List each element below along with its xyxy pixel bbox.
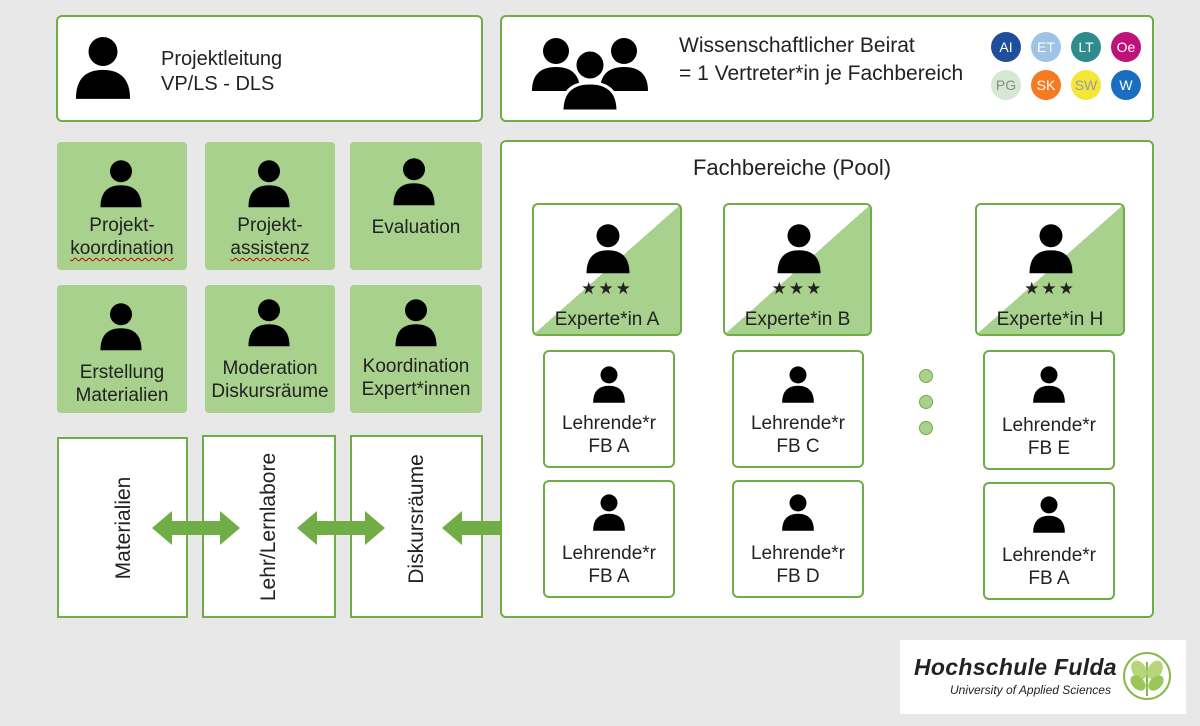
- role-label: Materialien: [75, 385, 169, 406]
- teacher-fb: FB C: [776, 436, 820, 457]
- expert-label: Experte*in A: [554, 309, 660, 330]
- projektleitung-subtitle: VP/LS - DLS: [161, 73, 275, 95]
- role-koordination-expertinnen: Koordination Expert*innen: [350, 285, 482, 413]
- person-icon: [392, 156, 436, 206]
- expert-label: Experte*in B: [744, 309, 851, 330]
- fb-badge-lt: LT: [1071, 32, 1101, 62]
- role-label: Projekt-: [237, 215, 303, 236]
- person-icon: [1032, 364, 1066, 404]
- fb-badge-ai: AI: [991, 32, 1021, 62]
- double-arrow-icon: [152, 511, 240, 545]
- role-projektkoordination: Projekt- koordination: [57, 142, 187, 270]
- role-moderation-diskursraeume: Moderation Diskursräume: [205, 285, 335, 413]
- pool-title: Fachbereiche (Pool): [692, 155, 892, 180]
- teacher-fb: FB A: [588, 436, 630, 457]
- person-icon: [99, 301, 143, 351]
- materialien-label: Materialien: [112, 476, 135, 580]
- role-label: Evaluation: [371, 217, 461, 238]
- person-icon: [99, 158, 143, 208]
- beirat-title: Wissenschaftlicher Beirat: [679, 34, 915, 57]
- star-rating: ★★★: [771, 279, 824, 298]
- fb-badge-sw: SW: [1071, 70, 1101, 100]
- teacher-role: Lehrende*r: [561, 543, 657, 564]
- group-icon: [532, 38, 648, 113]
- hochschule-fulda-logo: Hochschule Fulda University of Applied S…: [900, 640, 1186, 714]
- lehr-lernlabore-label: Lehr/Lernlabore: [257, 452, 280, 602]
- teacher-fb: FB A: [1028, 568, 1070, 589]
- fb-badge-sk: SK: [1031, 70, 1061, 100]
- teacher-role: Lehrende*r: [1001, 545, 1097, 566]
- teacher-role: Lehrende*r: [561, 413, 657, 434]
- role-evaluation: Evaluation: [350, 142, 482, 270]
- role-label: koordination: [70, 238, 174, 259]
- beirat-box: Wissenschaftlicher Beirat = 1 Vertreter*…: [500, 15, 1154, 122]
- ellipsis-dot: [919, 421, 933, 435]
- person-icon: [592, 364, 626, 404]
- person-icon: [776, 219, 822, 277]
- fb-badge-w: W: [1111, 70, 1141, 100]
- diskursraeume-label: Diskursräume: [405, 454, 428, 584]
- role-label: Erstellung: [79, 362, 165, 383]
- person-icon: [592, 492, 626, 532]
- person-icon: [74, 34, 132, 100]
- teacher-fb: FB D: [776, 566, 820, 587]
- teacher-role: Lehrende*r: [750, 413, 846, 434]
- expert-box-h: ★★★ Experte*in H: [975, 203, 1125, 336]
- fb-badge-pg: PG: [991, 70, 1021, 100]
- logo-subtitle: University of Applied Sciences: [950, 683, 1111, 697]
- person-icon: [781, 364, 815, 404]
- person-icon: [1028, 219, 1074, 277]
- role-label: Diskursräume: [211, 381, 329, 402]
- role-label: Expert*innen: [361, 379, 471, 400]
- person-icon: [247, 158, 291, 208]
- role-label: Projekt-: [89, 215, 155, 236]
- person-icon: [247, 297, 291, 347]
- leaf-emblem-icon: [1123, 652, 1171, 700]
- double-arrow-icon: [442, 511, 530, 545]
- role-label: Moderation: [222, 358, 318, 379]
- person-icon: [781, 492, 815, 532]
- role-label: Koordination: [362, 356, 470, 377]
- beirat-subtitle: = 1 Vertreter*in je Fachbereich: [679, 62, 964, 85]
- double-arrow-icon: [297, 511, 385, 545]
- ellipsis-dot: [919, 395, 933, 409]
- teacher-fb: FB A: [588, 566, 630, 587]
- ellipsis-dot: [919, 369, 933, 383]
- star-rating: ★★★: [581, 279, 633, 298]
- person-icon: [1032, 494, 1066, 534]
- logo-name: Hochschule Fulda: [914, 654, 1117, 680]
- star-rating: ★★★: [1024, 279, 1076, 298]
- expert-label: Experte*in H: [996, 309, 1104, 330]
- teacher-role: Lehrende*r: [1001, 415, 1097, 436]
- expert-box-a: ★★★ Experte*in A: [532, 203, 682, 336]
- teacher-role: Lehrende*r: [750, 543, 846, 564]
- fb-badge-oe: Oe: [1111, 32, 1141, 62]
- person-icon: [585, 219, 631, 277]
- teacher-fb: FB E: [1027, 438, 1071, 459]
- person-icon: [394, 297, 438, 347]
- projektleitung-box: Projektleitung VP/LS - DLS: [56, 15, 483, 122]
- role-label: assistenz: [230, 238, 310, 259]
- projektleitung-title: Projektleitung: [161, 48, 283, 70]
- expert-box-b: ★★★ Experte*in B: [723, 203, 872, 336]
- role-erstellung-materialien: Erstellung Materialien: [57, 285, 187, 413]
- role-projektassistenz: Projekt- assistenz: [205, 142, 335, 270]
- fb-badge-et: ET: [1031, 32, 1061, 62]
